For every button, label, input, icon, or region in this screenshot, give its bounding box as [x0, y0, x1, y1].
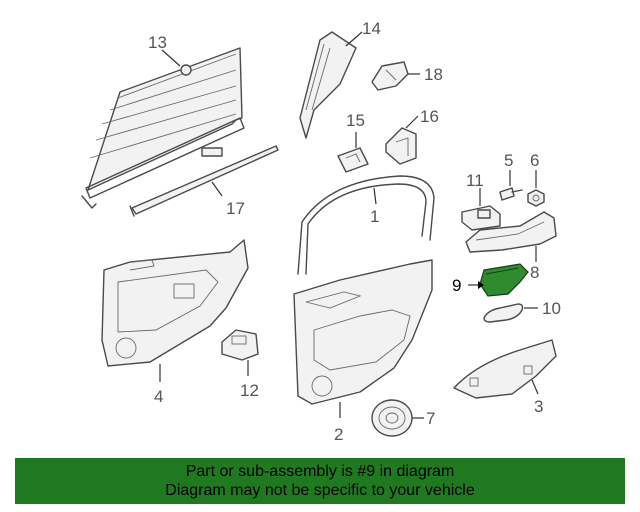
callout-11-label: 11 — [466, 171, 484, 190]
callout-9: 9 — [452, 276, 484, 295]
part-8-armrest — [465, 211, 557, 253]
callout-15-label: 15 — [346, 111, 365, 130]
callout-18: 18 — [408, 65, 443, 84]
callout-16: 16 — [405, 107, 439, 129]
part-13-sunshade — [81, 47, 245, 209]
part-12-switch — [221, 329, 259, 361]
callout-6: 6 — [530, 151, 539, 188]
callout-10: 10 — [524, 299, 561, 318]
part-4-rear-door-panel — [101, 239, 249, 367]
callout-5: 5 — [504, 151, 513, 186]
callout-14: 14 — [345, 19, 381, 47]
callout-8-label: 8 — [530, 263, 539, 282]
callout-3: 3 — [531, 379, 543, 416]
part-9-highlight — [479, 263, 529, 297]
info-banner: Part or sub-assembly is #9 in diagram Di… — [15, 458, 625, 504]
part-1-weatherstrip — [297, 175, 435, 275]
callout-18-label: 18 — [424, 65, 443, 84]
part-11-switch — [461, 205, 501, 231]
callout-4: 4 — [154, 364, 163, 406]
part-6-nut — [527, 189, 545, 207]
callout-17: 17 — [211, 181, 245, 218]
part-7-speaker — [371, 399, 413, 437]
callout-16-label: 16 — [420, 107, 439, 126]
callout-7-label: 7 — [426, 409, 435, 428]
callout-13: 13 — [148, 33, 181, 67]
callout-2-label: 2 — [334, 425, 343, 444]
part-10-pad — [483, 303, 524, 323]
callout-5-label: 5 — [504, 151, 513, 170]
callout-15: 15 — [346, 111, 365, 148]
callout-1-label: 1 — [370, 207, 379, 226]
callout-3-label: 3 — [534, 397, 543, 416]
callout-14-label: 14 — [362, 19, 381, 38]
callout-7: 7 — [412, 409, 435, 428]
part-9-pull-cup — [479, 263, 529, 297]
part-17-strip — [129, 145, 279, 217]
callout-6-label: 6 — [530, 151, 539, 170]
banner-line-1: Part or sub-assembly is #9 in diagram — [185, 463, 455, 480]
callout-1: 1 — [370, 187, 379, 226]
banner-line-2: Diagram may not be specific to your vehi… — [165, 482, 475, 499]
callout-12: 12 — [240, 360, 259, 400]
part-2-front-door-panel — [293, 259, 433, 405]
callout-2: 2 — [334, 402, 343, 444]
callout-9-label: 9 — [452, 276, 461, 295]
callout-17-label: 17 — [226, 199, 245, 218]
callout-8: 8 — [530, 246, 539, 282]
part-16-bracket — [385, 127, 417, 165]
part-14-molding — [299, 31, 357, 139]
callout-13-label: 13 — [148, 33, 167, 52]
callout-10-label: 10 — [542, 299, 561, 318]
callout-4-label: 4 — [154, 387, 163, 406]
part-15-clip — [337, 147, 369, 173]
parts-diagram: 13 17 14 18 15 16 — [81, 19, 561, 444]
part-3-trim — [453, 339, 557, 399]
callout-11: 11 — [466, 171, 484, 206]
part-5-screw — [499, 187, 523, 201]
part-18-bracket — [371, 61, 409, 91]
callout-12-label: 12 — [240, 381, 259, 400]
